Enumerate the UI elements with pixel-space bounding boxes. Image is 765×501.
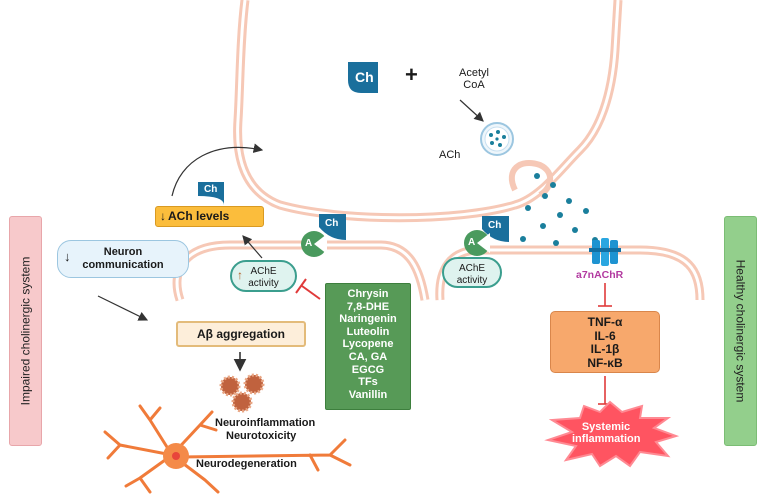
ch-main-label: Ch — [355, 69, 374, 85]
outcome-neurotoxicity: Neurotoxicity — [226, 430, 297, 442]
ach-levels-down-arrow: ↓ — [160, 209, 166, 223]
cytokine-item: TNF-α — [587, 315, 623, 329]
neuron-comm-line1: Neuron — [103, 246, 143, 258]
compound-item: Naringenin — [339, 313, 397, 326]
cytokines-box: TNF-α IL-6 IL-1β NF-κB — [550, 311, 660, 373]
compound-item: TFs — [358, 376, 378, 389]
cytokine-item: IL-6 — [594, 328, 616, 343]
plus-sign: + — [405, 62, 418, 87]
enzyme-left-label: A — [305, 238, 313, 249]
abeta-aggregates-icon — [219, 373, 265, 413]
inhibit-cytokines-systemic — [598, 376, 612, 405]
ach-vesicle — [480, 122, 514, 156]
outcome-neurodegeneration: Neurodegeneration — [196, 458, 297, 470]
impaired-system-panel: Impaired cholinergic system — [9, 216, 42, 446]
inhibit-compounds-ache — [295, 278, 321, 300]
inhibit-receptor-cytokines — [598, 283, 612, 307]
cytokine-item: NF-κB — [587, 355, 623, 370]
neuron-comm-down-arrow: ↓ — [64, 249, 71, 264]
healthy-system-panel: Healthy cholinergic system — [724, 216, 757, 446]
arrow-achlevels-to-terminal — [171, 143, 264, 197]
arrow-neuron-to-abeta — [97, 295, 149, 321]
presynaptic-membrane-inner — [236, 0, 620, 220]
neuron-communication-box: ↓ Neuron communication — [57, 240, 189, 278]
systemic-inflammation-burst — [544, 400, 680, 468]
a7nachr-receptor-icon — [589, 238, 621, 266]
ch-ache-right-label: Ch — [488, 220, 502, 231]
compound-item: Vanillin — [348, 388, 388, 401]
healthy-system-label: Healthy cholinergic system — [733, 259, 748, 403]
cytokine-item: IL-1β — [590, 342, 620, 356]
ach-levels-box: ↓ACh levels — [155, 206, 264, 227]
arrow-acetylcoa-to-vesicle — [459, 99, 484, 122]
compound-item: Chrysin — [347, 288, 389, 300]
compound-item: EGCG — [351, 363, 385, 376]
ach-vesicle-label: ACh — [439, 149, 461, 161]
impaired-system-label: Impaired cholinergic system — [18, 256, 33, 406]
arrow-ache-to-achlevels — [242, 235, 263, 259]
neuron-comm-line2: communication — [82, 259, 164, 271]
compound-item: CA, GA — [348, 350, 388, 363]
abeta-aggregation-box: Aβ aggregation — [176, 321, 306, 347]
outcome-neuroinflammation: Neuroinflammation — [215, 417, 316, 429]
neuron-nucleus — [172, 452, 180, 460]
enzyme-right-label: A — [468, 237, 476, 248]
compound-item: 7,8-DHE — [346, 300, 390, 313]
presynaptic-membrane-outer — [233, 0, 623, 223]
released-ach-dots — [520, 173, 598, 246]
receptor-label: a7nAChR — [576, 269, 624, 281]
ach-levels-label: ACh levels — [168, 209, 230, 223]
ache-up-arrow: ↑ — [237, 268, 243, 282]
release-bulge — [508, 160, 554, 198]
ch-ache-left-label: Ch — [325, 218, 339, 229]
ch-impaired-label: Ch — [204, 184, 218, 195]
compound-item: Lycopene — [342, 338, 394, 351]
compound-item: Luteolin — [346, 325, 390, 338]
compounds-box: Chrysin 7,8-DHE Naringenin Luteolin Lyco… — [325, 283, 411, 410]
